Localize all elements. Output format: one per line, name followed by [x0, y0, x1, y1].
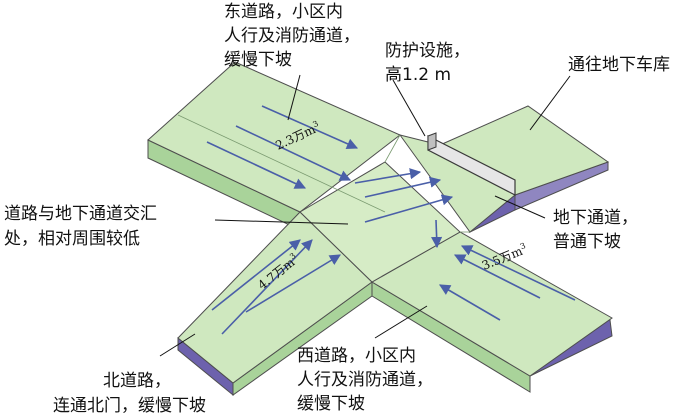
- flow-arrows: [206, 105, 576, 335]
- crease-line: [384, 134, 401, 163]
- underpass-leader: [494, 195, 546, 219]
- east-line-3: 缓慢下坡: [224, 49, 292, 70]
- flow-arrow-icon: [235, 125, 352, 181]
- crease-line: [177, 114, 386, 213]
- junction-line-2: 处，相对周围较低: [4, 229, 140, 249]
- barrier-line-2: 高1.2 m: [385, 65, 451, 85]
- flow-arrow-icon: [460, 245, 576, 301]
- garage-line-1: 通往地下车库: [568, 55, 670, 75]
- garage-annotation: 通往地下车库: [568, 55, 670, 75]
- underpass-line-1: 地下通道，: [553, 208, 638, 228]
- west-line-1: 西道路，小区内: [297, 346, 416, 366]
- east-volume-sup: 3: [311, 119, 319, 129]
- leader-lines: [159, 74, 571, 357]
- east-annotation: 东道路，小区内 人行及消防通道， 缓慢下坡: [224, 2, 365, 70]
- flow-arrow-icon: [245, 254, 341, 313]
- flow-arrow-icon: [211, 239, 301, 311]
- west-line-2: 人行及消防通道，: [297, 370, 433, 390]
- east-leader: [287, 74, 301, 121]
- flow-arrow-icon: [221, 239, 313, 335]
- flow-arrow-icon: [431, 219, 443, 249]
- barrier-line-1: 防护设施，: [385, 41, 470, 61]
- flow-arrow-icon: [439, 284, 501, 321]
- flow-arrow-icon: [354, 168, 422, 184]
- flow-arrow-icon: [261, 105, 359, 150]
- north-annotation: 北道路， 连通北门，缓慢下坡: [53, 371, 206, 416]
- west-leader: [374, 305, 428, 339]
- west-volume-sup: 3: [519, 241, 527, 251]
- flow-arrow-icon: [364, 176, 442, 198]
- barrier-end: [427, 132, 437, 151]
- road-model: [147, 61, 613, 397]
- north-volume-sup: 3: [288, 251, 298, 261]
- barrier-leader: [392, 79, 426, 137]
- junction-line-1: 道路与地下通道交汇: [4, 204, 157, 224]
- garage-leader: [529, 75, 571, 131]
- flow-arrow-icon: [364, 194, 454, 223]
- east-line-1: 东道路，小区内: [224, 2, 343, 22]
- west-line-3: 缓慢下坡: [297, 393, 365, 414]
- annotations: 东道路，小区内 人行及消防通道， 缓慢下坡 防护设施， 高1.2 m 通往地下车…: [4, 2, 670, 416]
- junction-leader: [214, 219, 349, 225]
- barrier-annotation: 防护设施， 高1.2 m: [385, 41, 475, 85]
- underpass-annotation: 地下通道， 普通下坡: [553, 208, 643, 252]
- junction-annotation: 道路与地下通道交汇 处，相对周围较低: [4, 204, 162, 249]
- flow-arrow-icon: [206, 141, 307, 189]
- north-leader: [159, 333, 196, 357]
- north-line-1: 北道路，: [103, 371, 171, 391]
- west-annotation: 西道路，小区内 人行及消防通道， 缓慢下坡: [297, 346, 438, 414]
- underpass-line-2: 普通下坡: [553, 232, 621, 252]
- east-line-2: 人行及消防通道，: [224, 26, 360, 46]
- flow-arrow-icon: [454, 254, 541, 299]
- north-line-2: 连通北门，缓慢下坡: [53, 395, 206, 416]
